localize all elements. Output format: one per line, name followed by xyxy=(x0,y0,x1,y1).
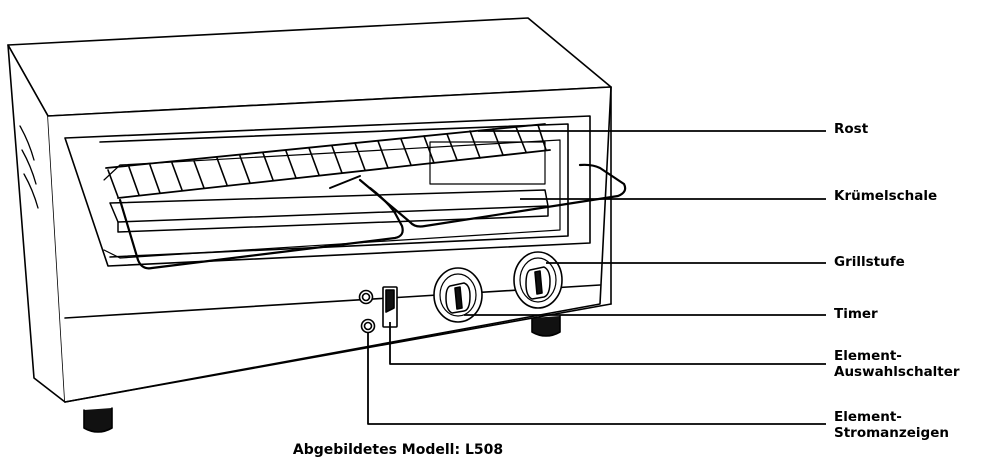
label-kruemelschale: Krümelschale xyxy=(834,188,938,204)
label-element-selector-line2: Auswahlschalter xyxy=(834,364,960,380)
label-rost: Rost xyxy=(834,121,869,137)
label-element-power: Element- Stromanzeigen xyxy=(834,409,949,441)
wire-rack xyxy=(105,123,627,270)
power-indicator-bottom xyxy=(360,318,376,334)
label-element-power-line2: Stromanzeigen xyxy=(834,425,949,441)
label-element-selector-line1: Element- xyxy=(834,348,902,364)
leader-lines xyxy=(367,130,826,425)
label-timer: Timer xyxy=(834,306,878,322)
label-element-selector: Element- Auswahlschalter xyxy=(834,348,960,380)
control-panel xyxy=(358,251,563,334)
power-indicator-top xyxy=(358,289,374,305)
label-grillstufe: Grillstufe xyxy=(834,254,905,270)
side-vents xyxy=(19,125,39,209)
oven-feet xyxy=(83,315,561,433)
label-element-power-line1: Element- xyxy=(834,409,902,425)
model-caption: Abgebildetes Modell: L508 xyxy=(292,442,504,458)
